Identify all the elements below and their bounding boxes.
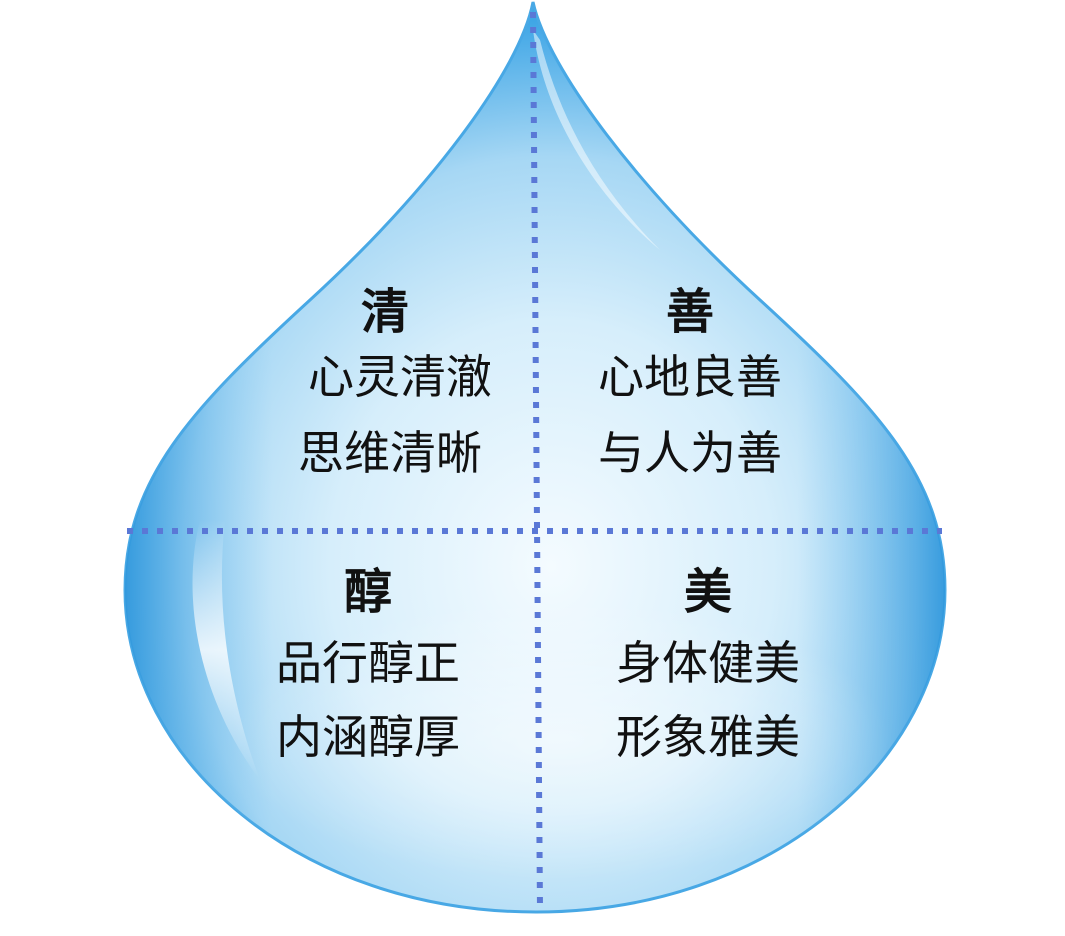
quadrant-title: 清 — [360, 284, 409, 340]
quadrant-top-right: 善 心地良善 与人为善 — [570, 288, 810, 476]
quadrant-line: 心灵清澈 — [308, 350, 492, 404]
quadrant-title: 醇 — [343, 564, 392, 620]
drop-highlight-lower — [230, 600, 890, 880]
quadrant-top-left: 清 心灵清澈 思维清晰 — [260, 288, 520, 476]
drop-highlight-left-streak — [192, 520, 260, 780]
quadrant-line: 心地良善 — [598, 350, 782, 404]
quadrant-line: 品行醇正 — [276, 636, 460, 690]
quadrant-line: 与人为善 — [598, 426, 782, 480]
quadrant-line: 形象雅美 — [616, 710, 800, 764]
quadrant-title: 善 — [665, 284, 714, 340]
quadrant-bottom-left: 醇 品行醇正 内涵醇厚 — [248, 568, 488, 760]
quadrant-bottom-right: 美 身体健美 形象雅美 — [588, 568, 828, 760]
quadrant-line: 内涵醇厚 — [276, 710, 460, 764]
quadrant-line: 思维清晰 — [298, 426, 482, 480]
quadrant-line: 身体健美 — [616, 636, 800, 690]
quadrant-title: 美 — [683, 564, 732, 620]
